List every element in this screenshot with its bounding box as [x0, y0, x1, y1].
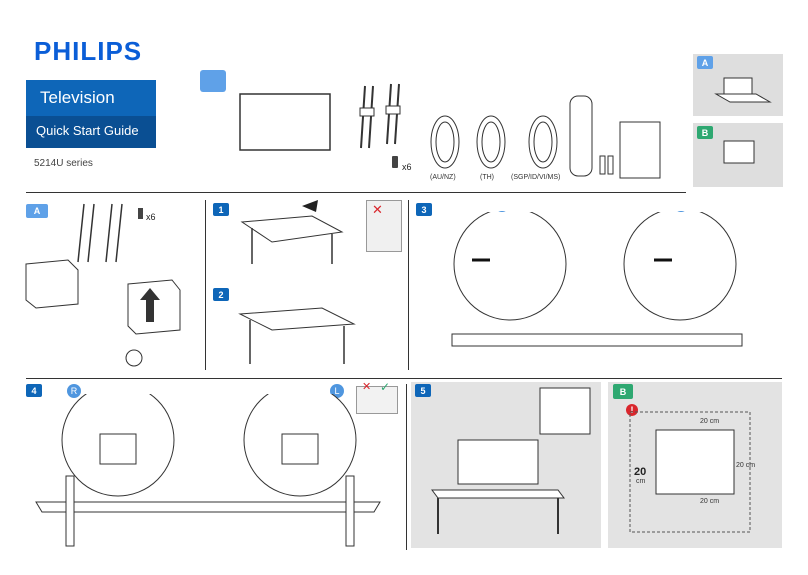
remote-batteries-manual-illustration	[566, 94, 666, 184]
separator-top	[26, 192, 686, 193]
step-3-illustration	[440, 212, 750, 362]
step-4-illustration	[30, 394, 400, 554]
distance-left-num: 20	[634, 466, 646, 478]
cable-label-sgp: (SGP/ID/VI/MS)	[511, 174, 560, 181]
screw-count: x6	[402, 162, 412, 172]
cross-icon: ✕	[372, 202, 383, 218]
distance-right: 20 cm	[736, 462, 755, 469]
divider-a	[205, 200, 206, 370]
wall-illustration	[712, 135, 772, 181]
box-open-icon	[200, 70, 226, 92]
cable-label-th: (TH)	[480, 174, 494, 181]
cable-label-au: (AU/NZ)	[430, 174, 456, 181]
step-1-badge: 1	[213, 203, 229, 216]
step-1-illustration	[232, 198, 352, 270]
guide-title: Quick Start Guide	[36, 123, 139, 138]
check-icon: ✓	[380, 380, 390, 394]
unboxing-illustration	[22, 200, 202, 370]
brand-logo: PHILIPS	[34, 36, 142, 67]
divider-b	[408, 200, 409, 370]
step-5-illustration	[430, 386, 600, 536]
power-cables-illustration	[425, 80, 575, 176]
cross-icon: ✕	[362, 380, 371, 393]
side-panel-b-badge: B	[697, 126, 713, 139]
divider-step5	[406, 384, 407, 550]
series-label: 5214U series	[34, 158, 93, 169]
step-3-badge: 3	[416, 203, 432, 216]
stand-legs-illustration	[355, 82, 403, 154]
distance-left-unit: cm	[636, 478, 645, 485]
tabletop-illustration	[710, 70, 774, 112]
step-2-illustration	[232, 290, 362, 370]
product-title: Television	[40, 88, 115, 108]
section-a-screw-count: x6	[146, 212, 156, 222]
tv-panel-illustration	[238, 92, 334, 154]
section-b-badge: B	[613, 384, 633, 399]
screw-icon	[392, 156, 398, 168]
step-5-badge: 5	[415, 384, 431, 397]
distance-top: 20 cm	[700, 418, 719, 425]
distance-bottom: 20 cm	[700, 498, 719, 505]
separator-middle	[26, 378, 782, 379]
screw-icon	[138, 208, 143, 219]
step-2-badge: 2	[213, 288, 229, 301]
side-panel-a-badge: A	[697, 56, 713, 69]
